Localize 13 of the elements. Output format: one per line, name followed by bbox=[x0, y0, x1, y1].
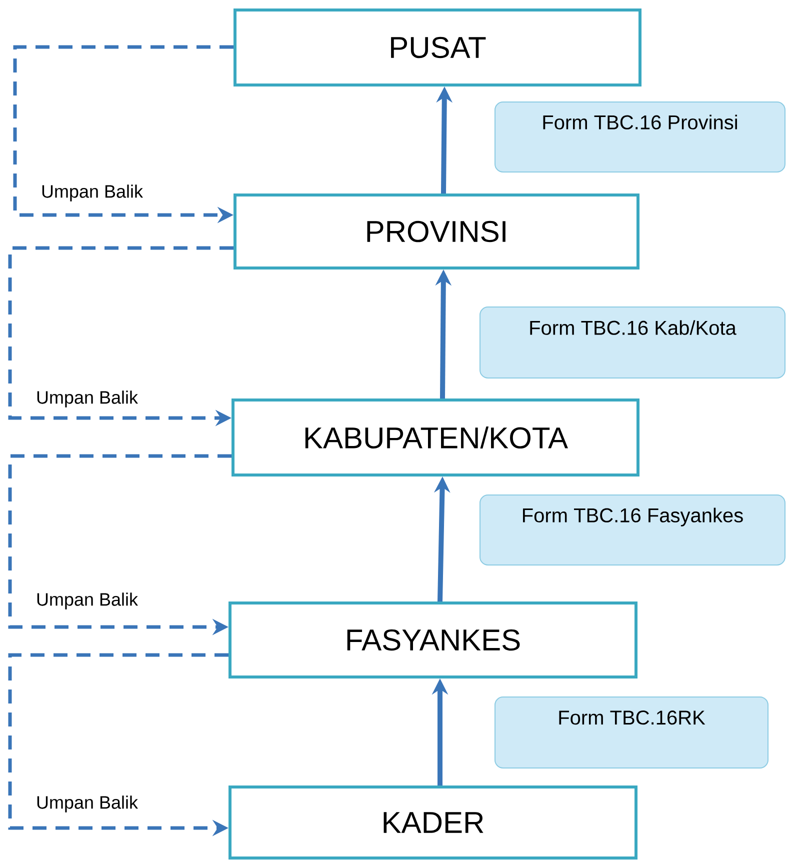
edge-label: Umpan Balik bbox=[34, 794, 140, 814]
level-box: KADER bbox=[228, 786, 638, 860]
level-box: PROVINSI bbox=[234, 194, 640, 270]
form-box: Form TBC.16RK bbox=[494, 696, 768, 768]
level-box: PUSAT bbox=[234, 8, 642, 86]
edge-label: Umpan Balik bbox=[40, 184, 144, 202]
level-box: FASYANKES bbox=[228, 602, 638, 678]
form-box: Form TBC.16 Fasyankes bbox=[480, 494, 786, 566]
form-box: Form TBC.16 Provinsi bbox=[494, 102, 786, 172]
level-box: KABUPATEN/KOTA bbox=[232, 398, 640, 476]
form-box: Form TBC.16 Kab/Kota bbox=[480, 306, 786, 378]
edge-label: Umpan Balik bbox=[34, 390, 140, 408]
edge-label: Umpan Balik bbox=[34, 592, 140, 610]
